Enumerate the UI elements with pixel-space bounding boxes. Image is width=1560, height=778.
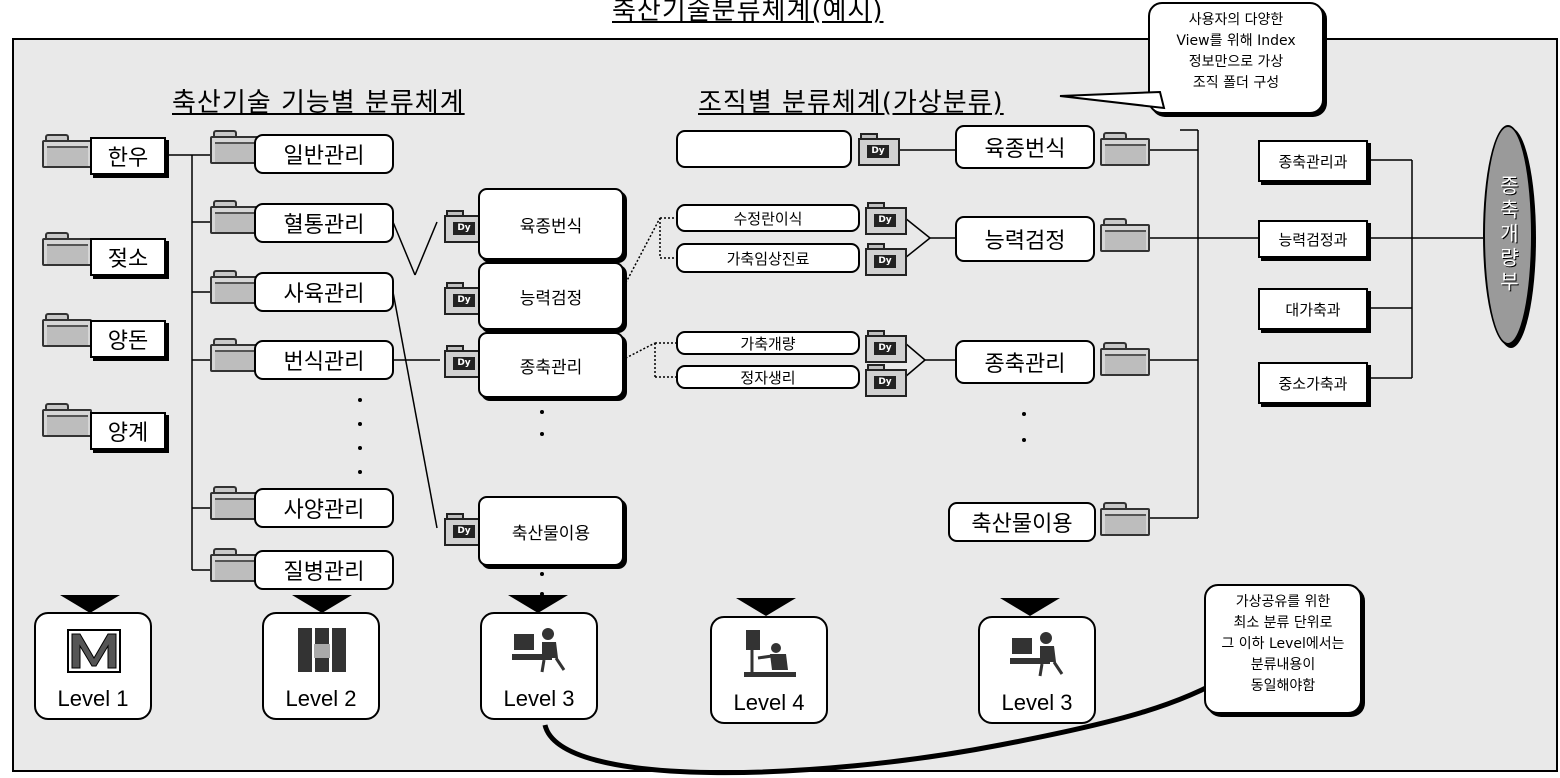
book-icon [67,629,121,673]
level2-folder-breeding[interactable]: 번식관리 [254,340,394,380]
folder-icon [210,486,260,520]
level1-label: Level 1 [57,686,129,711]
callout-virtual-org: 사용자의 다양한 View를 위해 Index 정보만으로 가상 조직 폴더 구… [1148,2,1324,114]
org-folder-performance[interactable]: 능력검정 [955,216,1095,262]
level2-folder-general[interactable]: 일반관리 [254,134,394,174]
level1-folder-poultry[interactable]: 양계 [90,412,166,450]
ellipsis-dot [540,410,544,414]
org-folder-breeding[interactable]: 육종번식 [955,125,1095,169]
folder-icon [1100,218,1150,252]
level1-folder-dairy[interactable]: 젖소 [90,238,166,276]
level4-virtual-clinic[interactable]: 가축임상진료 [676,243,860,273]
organizational-classification-heading: 조직별 분류체계(가상분류) [698,88,1004,118]
ellipsis-dot [1022,438,1026,442]
ellipsis-dot [1022,412,1026,416]
org-folder-stock[interactable]: 종축관리 [955,340,1095,384]
level3-virtual-breeding[interactable]: 육종번식 [478,188,624,260]
ellipsis-dot [358,446,362,450]
level1-folder-hanwoo[interactable]: 한우 [90,137,166,175]
dept-stock-management[interactable]: 종축관리과 [1258,140,1368,182]
level2-folder-pedigree[interactable]: 혈통관리 [254,203,394,243]
org-folder-products[interactable]: 축산물이용 [948,502,1096,542]
functional-classification-heading: 축산기술 기능별 분류체계 [172,88,465,118]
level3-virtual-products[interactable]: 축산물이용 [478,496,624,566]
level3b-card: Level 3 [978,616,1096,724]
level4-card: Level 4 [710,616,828,724]
level2-folder-feeding[interactable]: 사양관리 [254,488,394,528]
virtual-folder-icon: Dy [865,243,907,276]
page-title: 축산기술분류체계(예시) [612,0,884,26]
dept-small-livestock[interactable]: 중소가축과 [1258,362,1368,404]
level4-virtual-embryo[interactable]: 수정란이식 [676,204,860,232]
engineer-icon [744,630,796,677]
dept-large-livestock[interactable]: 대가축과 [1258,288,1368,330]
dept-performance-test[interactable]: 능력검정과 [1258,220,1368,258]
level4-label: Level 4 [733,690,805,715]
folder-icon [42,232,92,266]
level3b-marker [1000,598,1060,616]
ellipsis-dot [540,572,544,576]
ellipsis-dot [358,422,362,426]
ellipsis-dot [540,432,544,436]
folder-icon [1100,132,1150,166]
level3-card: Level 3 [480,612,598,720]
ellipsis-dot [358,470,362,474]
virtual-folder-icon: Dy [865,202,907,235]
ellipsis-dot [540,592,544,596]
level4-marker [736,598,796,616]
ellipsis-dot [358,398,362,402]
level2-folder-rearing[interactable]: 사육관리 [254,272,394,312]
callout-minimum-unit: 가상공유를 위한 최소 분류 단위로 그 이하 Level에서는 분류내용이 동… [1204,584,1362,714]
folder-icon [42,403,92,437]
folder-icon [1100,502,1150,536]
virtual-folder-icon: Dy [865,330,907,363]
level2-marker [292,595,352,613]
folder-icon [1100,342,1150,376]
workstation-icon [1010,632,1064,677]
level3-virtual-performance[interactable]: 능력검정 [478,262,624,330]
level2-label: Level 2 [285,686,357,711]
ministry-oval[interactable]: 종축개량부 [1483,125,1533,345]
level2-folder-disease[interactable]: 질병관리 [254,550,394,590]
level3b-label: Level 3 [1001,690,1073,715]
folder-icon [210,130,260,164]
level1-marker [60,595,120,613]
level4-virtual-empty[interactable] [676,130,852,168]
ministry-label: 종축개량부 [1496,175,1520,295]
level4-virtual-improvement[interactable]: 가축개량 [676,331,860,355]
level3-virtual-stock[interactable]: 종축관리 [478,332,624,398]
level2-card: Level 2 [262,612,380,720]
level1-folder-swine[interactable]: 양돈 [90,320,166,358]
virtual-folder-icon: Dy [865,364,907,397]
workstation-icon [512,628,566,673]
level3-marker [508,595,568,613]
server-icon [298,628,346,672]
level3-label: Level 3 [503,686,575,711]
level4-virtual-semen[interactable]: 정자생리 [676,365,860,389]
level1-card: Level 1 [34,612,152,720]
folder-icon [210,200,260,234]
virtual-folder-icon: Dy [858,133,900,166]
